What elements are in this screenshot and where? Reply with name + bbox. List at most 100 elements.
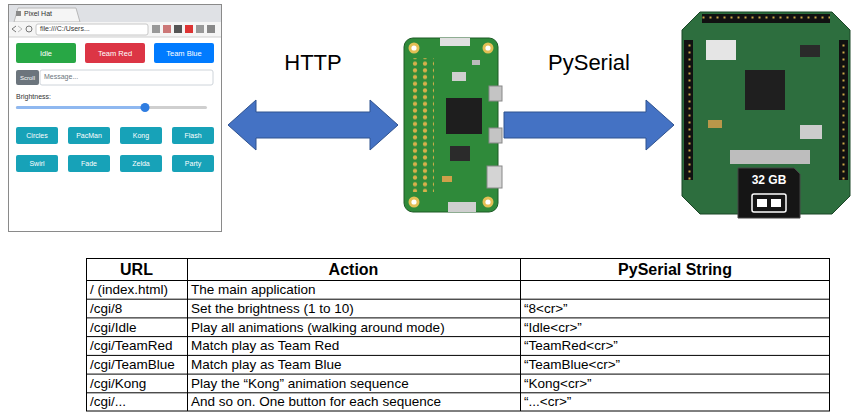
table-cell: /cgi/Kong xyxy=(90,377,146,391)
raspberry-pi-zero-part xyxy=(487,166,502,188)
button: Flash xyxy=(172,127,214,144)
raspberry-pi-zero-part xyxy=(483,197,494,208)
button: Kong xyxy=(120,127,162,144)
button: Team Blue xyxy=(154,43,214,63)
raspberry-pi-zero-part xyxy=(411,45,416,50)
block-arrow xyxy=(504,100,674,150)
raspberry-pi-zero-part xyxy=(452,72,466,81)
browser-window-part xyxy=(40,70,213,85)
table-cell: “...<cr>” xyxy=(524,395,571,409)
button: Zelda xyxy=(120,155,162,172)
raspberry-pi-zero-part xyxy=(440,38,470,46)
browser-window-part xyxy=(16,106,207,109)
table-header: PySerial String xyxy=(618,262,732,278)
browser-window-part xyxy=(26,26,32,32)
browser-window-part xyxy=(185,25,193,33)
raspberry-pi-zero-part xyxy=(412,58,434,192)
raspberry-pi-zero-part xyxy=(448,202,476,212)
browser-window-part xyxy=(12,26,16,32)
raspberry-pi-zero-part xyxy=(411,199,416,204)
table-cell: / (index.html) xyxy=(90,283,168,297)
table-cell: And so on. One button for each sequence xyxy=(191,395,441,409)
button: Idle xyxy=(16,43,76,63)
table-cell: Match play as Team Blue xyxy=(191,358,342,372)
led-hat-board-part xyxy=(839,40,848,180)
table-cell: /cgi/... xyxy=(90,395,126,409)
table-grid-part xyxy=(87,280,830,281)
raspberry-pi-zero-part xyxy=(472,60,480,65)
button-label: Scroll xyxy=(20,75,35,81)
browser-window: Pixel HatIdleTeam RedTeam BlueScrollCirc… xyxy=(8,4,222,232)
led-hat-board-part xyxy=(738,168,800,218)
raspberry-pi-zero-part xyxy=(483,43,494,54)
button-label: Fade xyxy=(81,160,97,167)
browser-window-part xyxy=(141,103,150,112)
led-hat-board: 32 GB xyxy=(680,10,850,216)
raspberry-pi-zero-part xyxy=(442,176,452,182)
button-label: Kong xyxy=(133,132,149,139)
raspberry-pi-zero-part xyxy=(409,43,420,54)
browser-window-part xyxy=(16,106,145,109)
button: Scroll xyxy=(16,70,39,85)
button-label: Swirl xyxy=(29,160,44,167)
button: Fade xyxy=(68,155,110,172)
slider-label: Brightness: xyxy=(16,93,51,100)
button-label: Idle xyxy=(40,49,52,58)
table-grid-part xyxy=(87,355,830,356)
button: Team Red xyxy=(85,43,145,63)
raspberry-pi-zero-part xyxy=(450,146,470,161)
browser-window-part xyxy=(207,25,215,33)
raspberry-pi-zero-part xyxy=(489,128,502,143)
table-grid-part xyxy=(87,374,830,375)
button: PacMan xyxy=(68,127,110,144)
block-arrow xyxy=(228,100,398,150)
browser-window xyxy=(9,5,222,232)
raspberry-pi-zero-part xyxy=(404,38,498,212)
raspberry-pi-zero xyxy=(404,38,502,212)
edge-label: PySerial xyxy=(548,50,630,76)
tab-title: Pixel Hat xyxy=(24,10,52,17)
led-hat-board-part xyxy=(800,125,822,139)
button-label: Team Blue xyxy=(166,49,201,58)
led-hat-board-part xyxy=(682,12,850,214)
button-label: Flash xyxy=(184,132,201,139)
browser-window-part xyxy=(9,37,221,38)
button-label: Team Red xyxy=(98,49,132,58)
led-hat-board-part xyxy=(757,199,767,207)
button: Party xyxy=(172,155,214,172)
led-hat-board-part xyxy=(708,120,722,128)
browser-window-part xyxy=(9,22,221,37)
table-cell: /cgi/TeamBlue xyxy=(90,358,175,372)
led-hat-board-part xyxy=(752,194,786,212)
button-label: Party xyxy=(185,160,201,167)
browser-window-part xyxy=(174,25,182,33)
table-cell: Set the brightness (1 to 10) xyxy=(191,302,354,316)
table-cell: “Idle<cr>” xyxy=(524,321,582,335)
browser-window-part xyxy=(18,26,22,32)
table-cell: /cgi/Idle xyxy=(90,321,137,335)
table-header: Action xyxy=(329,262,379,278)
raspberry-pi xyxy=(404,38,498,212)
card-label: 32 GB xyxy=(738,173,800,187)
raspberry-pi-zero-part xyxy=(485,199,490,204)
browser-window-part xyxy=(14,8,80,22)
led-hat-board-part xyxy=(730,150,810,164)
table-cell: Play the “Kong” animation sequence xyxy=(191,377,409,391)
table-grid-part xyxy=(87,336,830,337)
table-cell: “TeamBlue<cr>” xyxy=(524,358,620,372)
led-hat-board-part xyxy=(800,45,820,57)
browser-window-part xyxy=(152,25,160,33)
table-cell: /cgi/8 xyxy=(90,302,122,316)
table-grid-part xyxy=(87,259,830,412)
address-text: file:///C:/Users... xyxy=(40,25,90,32)
table-header: URL xyxy=(120,262,153,278)
browser-window-part xyxy=(36,24,148,35)
table-grid-part xyxy=(87,317,830,318)
table-cell: “8<cr>” xyxy=(524,302,568,316)
led-hat-board-part xyxy=(706,40,736,60)
raspberry-pi-zero-part xyxy=(489,86,502,101)
table-cell: Match play as Team Red xyxy=(191,339,339,353)
browser-window-part xyxy=(163,25,171,33)
led-hat-board-part xyxy=(702,14,830,23)
